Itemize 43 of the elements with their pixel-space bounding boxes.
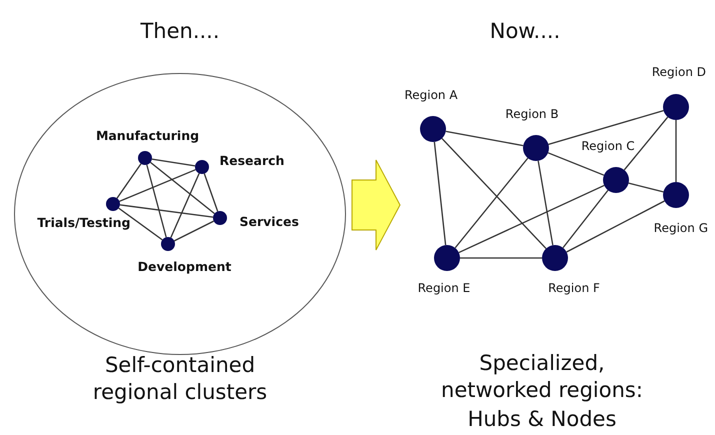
connector-line: [118, 208, 163, 240]
connector-line: [434, 142, 446, 246]
node-label: Region A: [404, 89, 458, 102]
connector-line: [562, 190, 608, 248]
node-label: Development: [138, 260, 232, 274]
connector-line: [146, 164, 167, 238]
cluster-circle: [14, 73, 346, 355]
heading-text: Self-contained regional clusters: [92, 352, 268, 406]
node-label: Research: [220, 154, 284, 168]
connector-line: [624, 116, 668, 170]
node-label: Region E: [418, 282, 470, 296]
node-label: Region F: [548, 282, 600, 296]
connector-line: [116, 163, 142, 199]
node-label: Manufacturing: [96, 128, 200, 142]
connector-line: [566, 200, 665, 253]
connector-line: [548, 110, 664, 145]
node-label: Region D: [652, 66, 706, 80]
connector-line: [675, 120, 677, 182]
node-label: Region B: [505, 108, 559, 122]
heading-text: Hubs & Nodes: [466, 406, 618, 433]
node-label: Trials/Testing: [37, 216, 130, 230]
connector-line: [548, 152, 604, 176]
connector-line: [458, 184, 604, 254]
connector-line: [441, 138, 547, 249]
connector-line: [628, 182, 664, 192]
connector-line: [174, 220, 214, 242]
connector-line: [170, 173, 200, 238]
node-label: Region G: [654, 222, 708, 236]
node-label: Services: [240, 214, 299, 228]
connector-line: [120, 204, 214, 218]
heading-text: Now....: [490, 18, 560, 45]
connector-line: [454, 158, 528, 248]
connector-line: [538, 160, 554, 246]
connector-line: [204, 173, 218, 212]
connector-line: [446, 130, 524, 146]
heading-text: Then....: [140, 18, 220, 45]
node-label: Region C: [581, 140, 635, 154]
connector-line: [150, 162, 215, 214]
connector-line: [460, 257, 542, 259]
connector-line: [152, 158, 196, 167]
heading-text: Specialized, networked regions:: [440, 350, 644, 404]
connector-line: [119, 169, 196, 202]
block-arrow: [352, 160, 401, 250]
